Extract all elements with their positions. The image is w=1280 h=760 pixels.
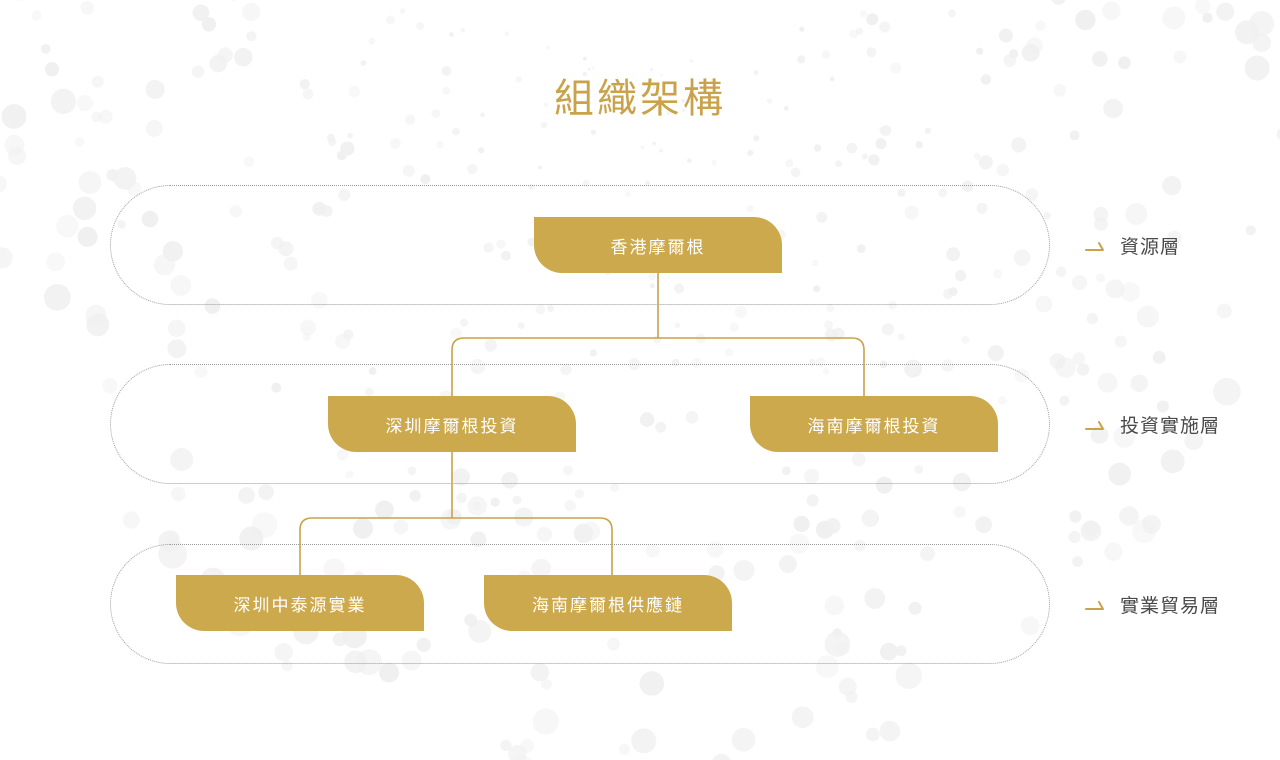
org-node-hong-kong-morgan[interactable]: 香港摩爾根 (534, 217, 782, 273)
org-node-label: 海南摩爾根投資 (807, 416, 941, 436)
org-node-label: 深圳中泰源實業 (233, 595, 367, 615)
org-node-hainan-morgan-supply-chain[interactable]: 海南摩爾根供應鏈 (484, 575, 732, 631)
layer-label-trade: 實業貿易層 (1085, 591, 1220, 618)
layer-label-text: 投資實施層 (1120, 416, 1221, 437)
layer-label-text: 實業貿易層 (1120, 596, 1221, 617)
org-node-hainan-morgan-investment[interactable]: 海南摩爾根投資 (750, 396, 998, 452)
layer-label-investment: 投資實施層 (1085, 411, 1220, 438)
org-node-label: 深圳摩爾根投資 (385, 416, 519, 436)
org-node-label: 香港摩爾根 (610, 237, 706, 257)
arrow-right-icon (1085, 600, 1104, 610)
page-title: 組織架構 (554, 76, 726, 121)
org-node-shenzhen-zhongtaiyuan-industry[interactable]: 深圳中泰源實業 (176, 575, 424, 631)
arrow-right-icon (1085, 420, 1104, 430)
layer-label-text: 資源層 (1120, 237, 1181, 258)
layer-band-resource (110, 185, 1050, 305)
layer-label-resource: 資源層 (1085, 232, 1180, 259)
arrow-right-icon (1085, 241, 1104, 251)
org-node-shenzhen-morgan-investment[interactable]: 深圳摩爾根投資 (328, 396, 576, 452)
org-node-label: 海南摩爾根供應鏈 (532, 595, 684, 615)
